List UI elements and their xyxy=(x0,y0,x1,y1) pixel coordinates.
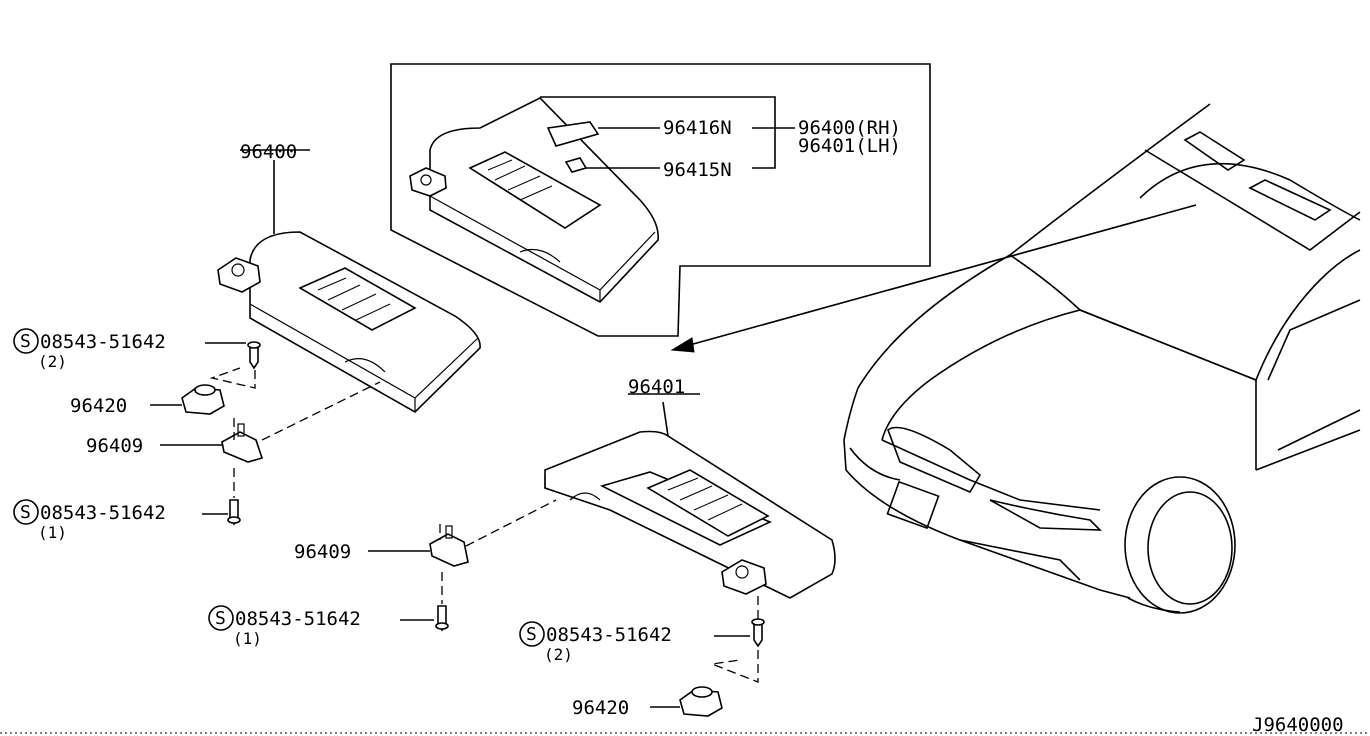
location-arrow xyxy=(685,204,1197,347)
screw-b-symbol xyxy=(13,499,39,525)
label-screw-d-qty: (2) xyxy=(544,645,573,664)
screw-a-symbol xyxy=(13,328,39,354)
screw-d-symbol xyxy=(519,621,545,647)
screw-c-symbol xyxy=(208,605,234,631)
label-cover: 96415N xyxy=(663,159,732,181)
screw-d-group: S 08543-51642 (2) xyxy=(519,596,765,683)
visor-rh-pivot xyxy=(217,257,261,293)
vehicle-illustration xyxy=(670,103,1361,614)
label-screw-c: 08543-51642 xyxy=(235,608,361,630)
label-holder-upper: 96420 xyxy=(70,395,127,417)
label-holder-lower: 96420 xyxy=(572,697,629,719)
label-screw-a-qty: (2) xyxy=(38,352,67,371)
bracket-lower-group: 96409 xyxy=(294,499,557,567)
detail-inset: 96416N 96415N 96400(RH) 96401(LH) xyxy=(390,63,931,337)
label-screw-d: 08543-51642 xyxy=(546,624,672,646)
drawing-code: J9640000 xyxy=(1252,714,1344,736)
label-assembly-lh: 96401(LH) xyxy=(798,135,901,157)
visor-rh-mirror xyxy=(298,267,417,331)
screw-b-group: S 08543-51642 (1) xyxy=(13,468,241,542)
inset-vanity-mirror xyxy=(468,151,602,229)
label-screw-a: 08543-51642 xyxy=(40,331,166,353)
inset-pivot xyxy=(409,167,447,197)
screw-a-group: S 08543-51642 (2) xyxy=(13,328,261,389)
label-screw-b-qty: (1) xyxy=(38,523,67,542)
label-bracket-lower: 96409 xyxy=(294,541,351,563)
bracket-lower xyxy=(429,533,469,567)
screw-c-group: S 08543-51642 (1) xyxy=(208,572,449,648)
label-visor-lh: 96401 xyxy=(628,376,685,398)
visor-rh-group: 96400 xyxy=(217,141,481,413)
screw-c-symbol-letter: S xyxy=(215,608,226,629)
bracket-upper-group: 96409 xyxy=(86,381,381,463)
holder-upper-group: 96420 xyxy=(70,384,225,417)
screw-d-symbol-letter: S xyxy=(526,624,537,645)
inset-frame xyxy=(390,63,931,337)
inset-lid xyxy=(546,121,600,147)
label-screw-c-qty: (1) xyxy=(233,629,262,648)
visor-lh-pivot xyxy=(721,559,767,595)
holder-lower-group: 96420 xyxy=(572,686,723,719)
label-assembly-rh: 96400(RH) xyxy=(798,117,901,139)
screw-a-symbol-letter: S xyxy=(20,331,31,352)
label-bracket-upper: 96409 xyxy=(86,435,143,457)
label-lid: 96416N xyxy=(663,117,732,139)
label-screw-b: 08543-51642 xyxy=(40,502,166,524)
label-visor-rh: 96400 xyxy=(240,141,297,163)
screw-b-symbol-letter: S xyxy=(20,502,31,523)
bracket-upper xyxy=(221,431,264,463)
visor-lh-group: 96401 xyxy=(544,376,836,599)
